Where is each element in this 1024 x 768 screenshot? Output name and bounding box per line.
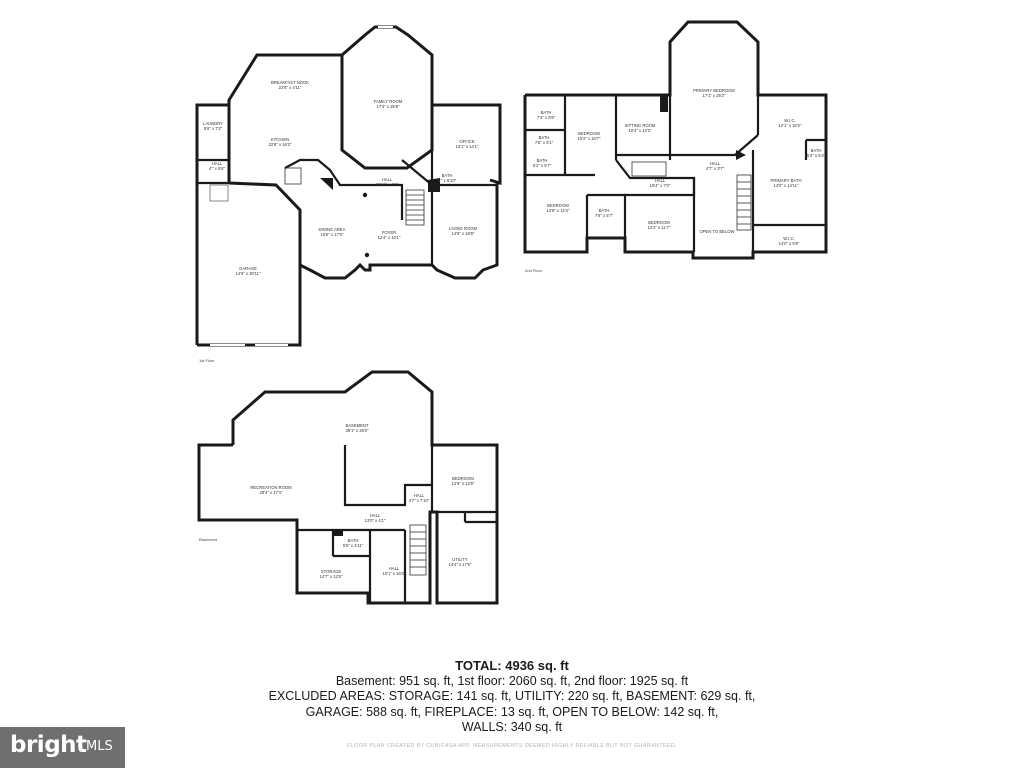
logo-suffix: MLS <box>86 739 113 754</box>
floor-label-second: 2nd Floor <box>525 268 543 273</box>
logo-brand: bright <box>10 732 87 758</box>
bright-mls-logo: bright MLS <box>0 727 125 768</box>
total-area: TOTAL: 4936 sq. ft <box>455 658 569 673</box>
disclaimer: FLOOR PLAN CREATED BY CUBICASA APP. MEAS… <box>347 743 677 749</box>
room-open-to-below: OPEN TO BELOW <box>700 229 735 234</box>
floor-label-first: 1st Floor <box>199 358 215 363</box>
walls-area: WALLS: 340 sq. ft <box>461 720 563 734</box>
area-summary: TOTAL: 4936 sq. ft Basement: 951 sq. ft,… <box>0 658 1024 736</box>
excluded-areas-2: GARAGE: 588 sq. ft, FIREPLACE: 13 sq. ft… <box>305 704 719 719</box>
room-wic-a: W.I.C.12'1" x 10'2" <box>779 118 802 128</box>
excluded-areas-1: EXCLUDED AREAS: STORAGE: 141 sq. ft, UTI… <box>268 689 756 703</box>
room-wic-b: W.I.C.14'0" x 5'9" <box>779 236 800 246</box>
floor-areas: Basement: 951 sq. ft, 1st floor: 2060 sq… <box>335 673 689 688</box>
floor-label-basement: Basement <box>199 537 218 542</box>
